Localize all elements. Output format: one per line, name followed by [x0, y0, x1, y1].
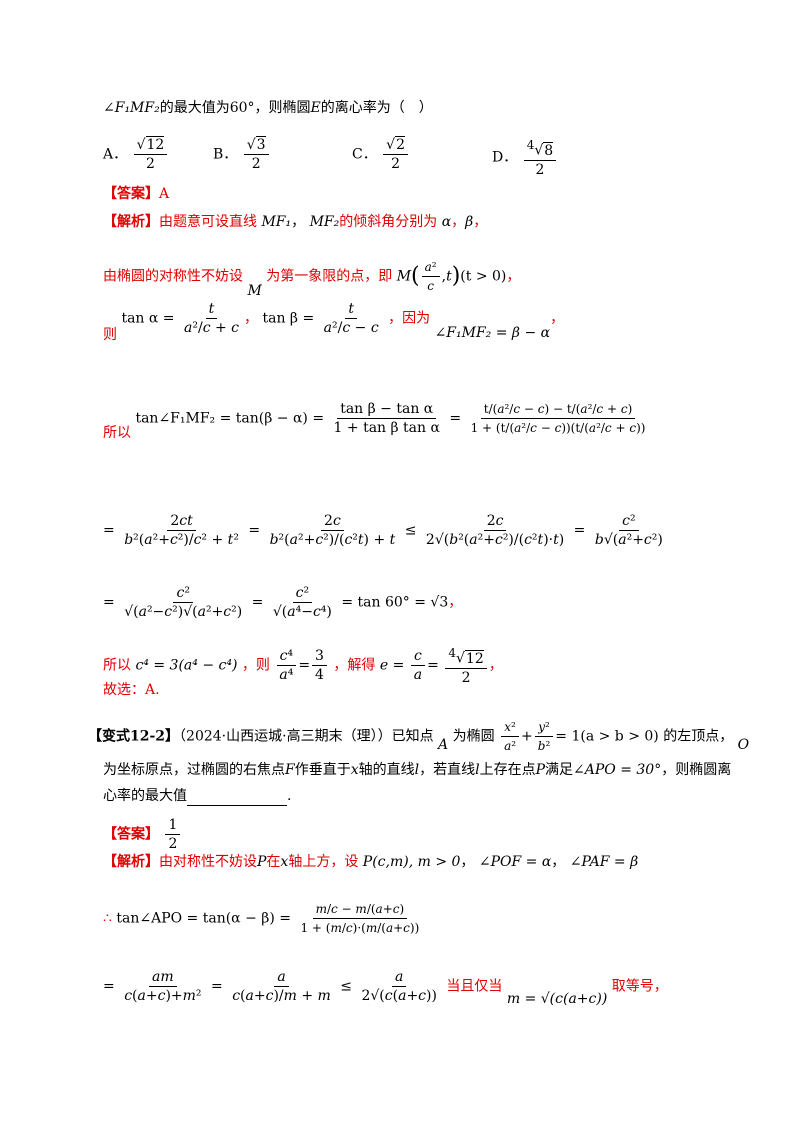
answer-blank[interactable] [187, 791, 287, 806]
conclusion-1: 故选：A. [103, 682, 160, 698]
analysis-2-line-2: ∴ tan∠APO = tan(α − β) = m/c − m/(a+c) 1… [103, 902, 420, 935]
analysis-2-line-1: 【解析】由对称性不妨设P在x轴上方，设 P(c,m), m > 0， ∠POF … [103, 854, 639, 870]
angle-f1mf2: ∠F₁MF₂ [103, 100, 160, 116]
variant-12-2-line-3: 心率的最大值. [103, 788, 292, 806]
analysis-1-line-6: = c²√(a²−c²)√(a²+c²) = c²√(a⁴−c⁴) = tan … [103, 585, 463, 620]
analysis-1-line-4: 所以 tan∠F₁MF₂ = tan(β − α) = tan β − tan … [103, 401, 646, 441]
variant-12-2-line-2: 为坐标原点，过椭圆的右焦点F作垂直于x轴的直线l，若直线l上存在点P满足∠APO… [103, 762, 732, 778]
analysis-1-line-1: 【解析】由题意可设直线 MF₁， MF₂的倾斜角分别为 α，β， [103, 214, 488, 230]
answer-1: 【答案】A [103, 186, 170, 202]
intro-line: ∠F₁MF₂的最大值为60°，则椭圆E的离心率为（ ） [103, 100, 433, 116]
